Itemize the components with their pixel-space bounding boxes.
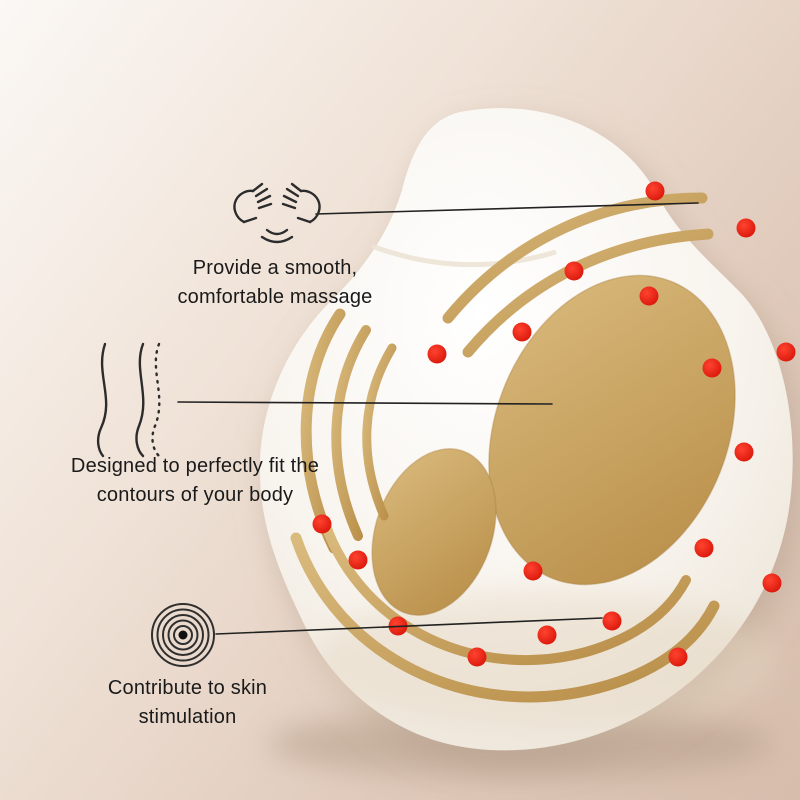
connector-lines — [177, 202, 699, 635]
stimulation-nodes — [312, 181, 796, 667]
annotation-stimulation-label: Contribute to skin stimulation — [107, 677, 268, 728]
massage-ovals — [371, 274, 736, 616]
connector-line-fit — [177, 401, 553, 405]
connector-line-stimulation — [215, 617, 603, 635]
annotation-massage-label: Provide a smooth, comfortable massage — [177, 257, 373, 308]
spiral-stimulation-icon — [151, 603, 215, 667]
connector-line-massage — [315, 202, 699, 215]
body-contour-icon — [96, 342, 161, 458]
annotation-fit-label: Designed to perfectly fit the contours o… — [70, 455, 320, 506]
hands-massage-icon — [233, 182, 321, 244]
